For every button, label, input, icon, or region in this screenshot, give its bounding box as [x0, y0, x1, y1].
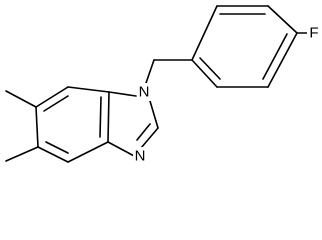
bond-methyl-c6	[5, 90, 37, 108]
bond-ring-a-5	[191, 59, 218, 88]
bond-n1-c7a	[108, 91, 137, 97]
bond-c4-c5	[37, 146, 69, 163]
molecule-structure: F N N	[5, 5, 320, 165]
imidazole-ring	[107, 91, 159, 158]
bond-c3a-c4	[67, 141, 109, 163]
n1-label: N	[139, 84, 150, 101]
n3-label: N	[135, 148, 146, 165]
bond-n1-c2	[149, 100, 159, 129]
bond-benzo-inner-1	[99, 96, 102, 138]
bond-c6-c7	[35, 86, 69, 108]
methyl-groups	[5, 90, 39, 162]
atom-labels: F N N	[133, 24, 320, 165]
bond-ring-a-inner-3	[199, 57, 221, 80]
bond-benzo-inner-3	[43, 95, 69, 112]
methylene-linker	[145, 59, 193, 84]
fluorine-label: F	[309, 25, 318, 42]
bond-ring-a-6	[191, 5, 218, 61]
fluorophenyl-ring	[191, 5, 298, 88]
bond-methyl-c5	[5, 146, 39, 162]
fluorine-label-bg	[307, 24, 320, 42]
bond-ch2-n1	[145, 59, 155, 84]
n1-label-bg	[137, 83, 151, 101]
n3-label-bg	[133, 147, 147, 165]
bond-c2-n3-inner	[136, 123, 151, 141]
bond-c7-c7a	[67, 86, 110, 93]
bond-benzo-inner-2	[45, 141, 69, 154]
bond-n3-c3a	[107, 141, 137, 158]
bond-c5-c6	[35, 106, 39, 148]
bond-c2-n3	[140, 127, 159, 149]
bond-ring-a-inner-2	[262, 33, 288, 80]
benzo-ring	[35, 86, 110, 163]
molecule-canvas: F N N	[5, 5, 320, 165]
bond-ring-a-2	[267, 5, 298, 34]
bond-c7a-c3a	[107, 91, 110, 143]
bond-ring-a-3	[267, 32, 298, 88]
